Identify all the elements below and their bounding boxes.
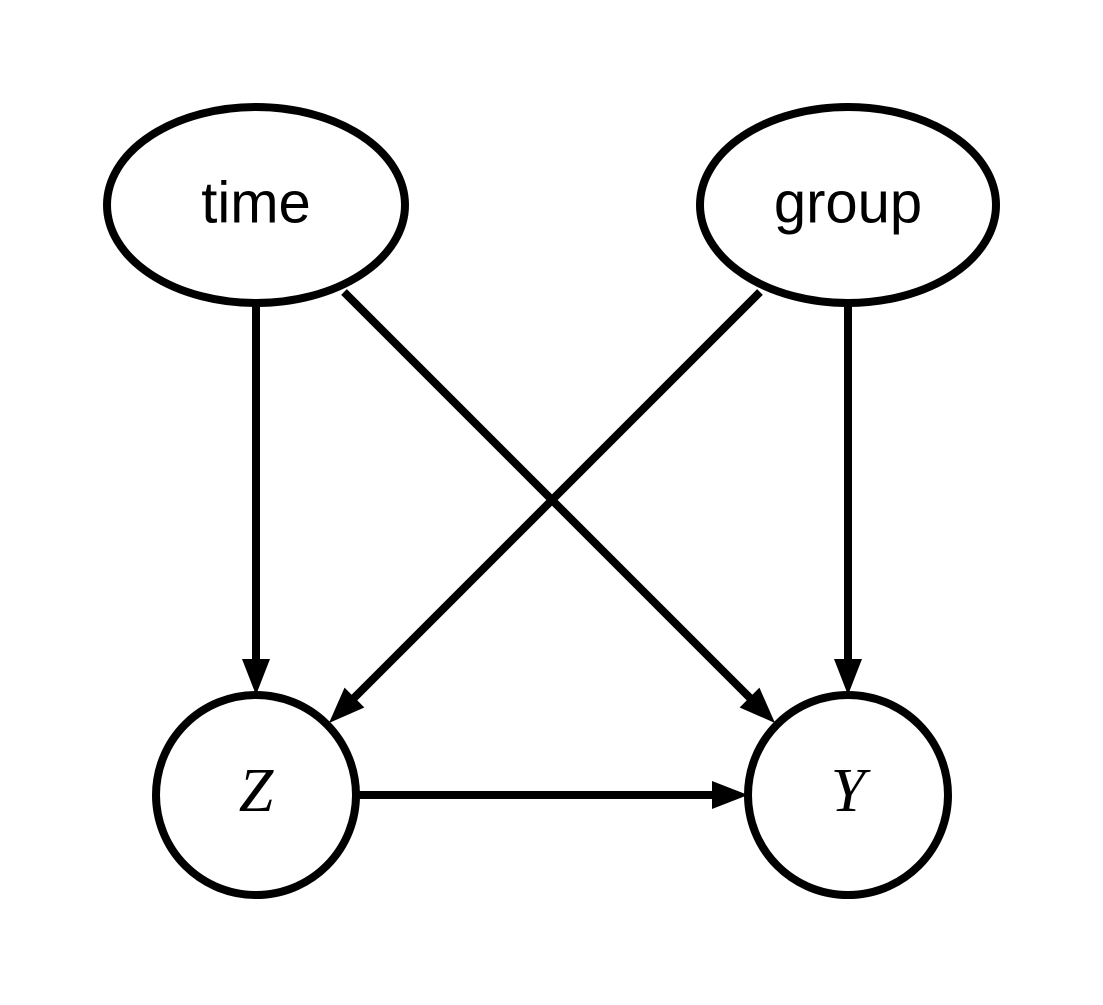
node-label-group: group: [774, 170, 922, 235]
edge-Z-to-Y: [357, 781, 748, 809]
node-time[interactable]: time: [103, 103, 409, 307]
edge-time-to-Z: [242, 303, 270, 695]
node-label-Z: Z: [239, 757, 274, 825]
node-shape-circle: [744, 691, 952, 899]
edge-group-to-Y: [834, 303, 862, 695]
edge-group-to-Z: [329, 289, 763, 723]
node-label-Y: Y: [831, 757, 871, 825]
arrow-head: [329, 687, 365, 723]
node-group[interactable]: group: [696, 103, 1000, 307]
arrow-head: [242, 659, 270, 695]
arrow-head: [739, 687, 775, 723]
node-Z[interactable]: Z: [152, 691, 360, 899]
arrow-head: [834, 659, 862, 695]
node-label-time: time: [201, 170, 311, 235]
arrow-head: [712, 781, 748, 809]
edge-line: [350, 289, 763, 702]
node-shape-circle: [152, 691, 360, 899]
edge-time-to-Y: [341, 289, 775, 723]
node-shape-ellipse: [103, 103, 409, 307]
edge-line: [341, 289, 754, 702]
node-shape-ellipse: [696, 103, 1000, 307]
node-Y[interactable]: Y: [744, 691, 952, 899]
edges-layer: [242, 289, 862, 809]
